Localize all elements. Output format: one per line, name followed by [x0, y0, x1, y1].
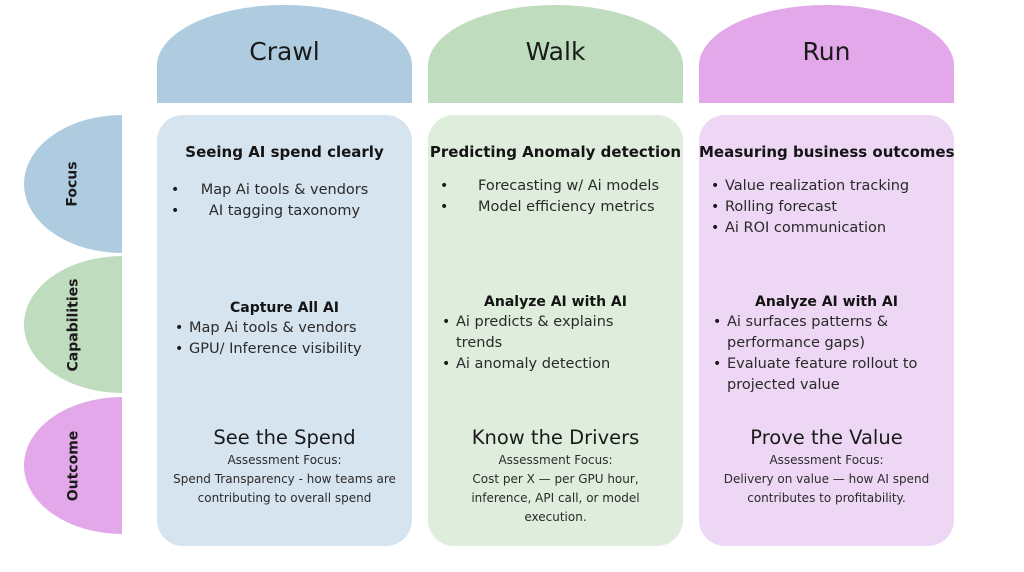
focus-section: Measuring business outcomes Value realiz…	[699, 143, 955, 239]
focus-section: Predicting Anomaly detection Forecasting…	[428, 143, 683, 218]
outcome-body: Delivery on value — how AI spend contrib…	[699, 470, 954, 508]
row-label-text: Focus	[65, 161, 81, 207]
stage-label: Run	[802, 36, 851, 66]
capabilities-section: Analyze AI with AI Ai predicts & explain…	[428, 294, 683, 375]
focus-title: Seeing AI spend clearly	[185, 143, 384, 161]
capabilities-title: Capture All AI	[229, 300, 340, 316]
capabilities-list: Ai surfaces patterns & performance gaps)…	[699, 312, 937, 396]
outcome-body-line: execution.	[524, 510, 587, 524]
list-item: Ai surfaces patterns & performance gaps)	[699, 312, 937, 354]
stage-header-crawl: Crawl	[157, 5, 412, 103]
list-item: Value realization tracking	[699, 176, 954, 197]
capabilities-list: Ai predicts & explains trends Ai anomaly…	[428, 312, 628, 375]
list-item: Evaluate feature rollout to projected va…	[699, 354, 937, 396]
focus-list: Map Ai tools & vendors AI tagging taxono…	[157, 180, 412, 222]
outcome-title: Know the Drivers	[471, 426, 640, 449]
list-item: Ai ROI communication	[699, 218, 954, 239]
outcome-section: See the Spend Assessment Focus: Spend Tr…	[157, 426, 412, 508]
capabilities-section: Analyze AI with AI Ai surfaces patterns …	[699, 294, 954, 396]
stage-header-run: Run	[699, 5, 954, 103]
stage-label: Walk	[525, 36, 586, 66]
focus-list: Value realization tracking Rolling forec…	[699, 176, 954, 239]
capabilities-section: Capture All AI Map Ai tools & vendors GP…	[157, 300, 412, 360]
outcome-subtitle: Assessment Focus:	[498, 453, 613, 467]
capabilities-list: Map Ai tools & vendors GPU/ Inference vi…	[157, 318, 412, 360]
stage-column-crawl: Seeing AI spend clearly Map Ai tools & v…	[157, 115, 412, 546]
list-item: Model efficiency metrics	[428, 197, 683, 218]
outcome-subtitle: Assessment Focus:	[227, 453, 342, 467]
stage-column-walk: Predicting Anomaly detection Forecasting…	[428, 115, 683, 546]
list-item: Ai anomaly detection	[428, 354, 628, 375]
list-item: AI tagging taxonomy	[157, 201, 412, 222]
row-label-text: Outcome	[65, 430, 81, 501]
outcome-subtitle: Assessment Focus:	[769, 453, 884, 467]
focus-section: Seeing AI spend clearly Map Ai tools & v…	[157, 143, 412, 222]
list-item: Map Ai tools & vendors	[157, 318, 412, 339]
outcome-body-line: Spend Transparency - how teams are	[173, 472, 396, 486]
list-item: Rolling forecast	[699, 197, 954, 218]
stage-label: Crawl	[249, 36, 320, 66]
outcome-title: See the Spend	[213, 426, 356, 449]
outcome-title: Prove the Value	[750, 426, 903, 449]
capabilities-title: Analyze AI with AI	[484, 294, 627, 310]
row-label-outcome: Outcome	[24, 397, 122, 534]
row-label-focus: Focus	[24, 115, 122, 253]
outcome-body-line: contributes to profitability.	[747, 491, 906, 505]
outcome-section: Know the Drivers Assessment Focus: Cost …	[428, 426, 683, 527]
list-item: Forecasting w/ Ai models	[428, 176, 683, 197]
focus-title: Predicting Anomaly detection	[429, 143, 682, 161]
stage-column-run: Measuring business outcomes Value realiz…	[699, 115, 955, 546]
outcome-body-line: inference, API call, or model	[471, 491, 640, 505]
focus-title: Measuring business outcomes	[699, 143, 955, 161]
outcome-body: Cost per X — per GPU hour, inference, AP…	[428, 470, 683, 527]
outcome-body: Spend Transparency - how teams are contr…	[157, 470, 412, 508]
outcome-body-line: Delivery on value — how AI spend	[723, 472, 930, 486]
list-item: Map Ai tools & vendors	[157, 180, 412, 201]
outcome-body-line: Cost per X — per GPU hour,	[472, 472, 639, 486]
stage-header-walk: Walk	[428, 5, 683, 103]
row-label-capabilities: Capabilities	[24, 256, 122, 393]
outcome-body-line: contributing to overall spend	[197, 491, 372, 505]
list-item: GPU/ Inference visibility	[157, 339, 412, 360]
capabilities-title: Analyze AI with AI	[755, 294, 898, 310]
row-label-text: Capabilities	[65, 278, 81, 371]
outcome-section: Prove the Value Assessment Focus: Delive…	[699, 426, 954, 508]
list-item: Ai predicts & explains trends	[428, 312, 628, 354]
focus-list: Forecasting w/ Ai models Model efficienc…	[428, 176, 683, 218]
